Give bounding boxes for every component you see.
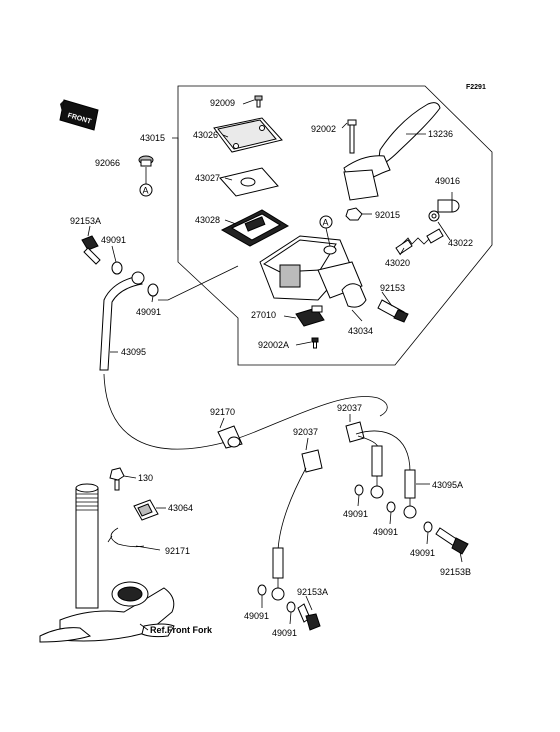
label-43022: 43022 bbox=[448, 238, 473, 248]
banjo-bolt-92153a-top bbox=[81, 235, 101, 265]
label-49091-g: 49091 bbox=[272, 628, 297, 638]
label-49091-e: 49091 bbox=[410, 548, 435, 558]
bolt-130 bbox=[109, 467, 125, 491]
hose-line-lower-left bbox=[277, 467, 307, 551]
label-43064: 43064 bbox=[168, 503, 193, 513]
label-49091-a: 49091 bbox=[101, 235, 126, 245]
boot-49016 bbox=[437, 199, 460, 213]
ring-43022 bbox=[428, 210, 440, 222]
hose-fitting-right bbox=[403, 469, 417, 519]
callout-a-right-text: A bbox=[323, 218, 329, 228]
clamp-43034 bbox=[341, 283, 367, 308]
reservoir-cap-43026 bbox=[213, 117, 283, 153]
label-43028: 43028 bbox=[195, 215, 220, 225]
label-49091-f: 49091 bbox=[244, 611, 269, 621]
callout-a-left: A bbox=[139, 183, 153, 197]
hose-fitting-left bbox=[271, 547, 285, 601]
label-92171: 92171 bbox=[165, 546, 190, 556]
label-43095a: 43095A bbox=[432, 480, 463, 490]
pivot-bolt-92002 bbox=[347, 119, 357, 154]
hose-line-end bbox=[377, 397, 388, 417]
label-43026: 43026 bbox=[193, 130, 218, 140]
clamp-92037-a bbox=[345, 421, 365, 443]
label-92037-b: 92037 bbox=[293, 427, 318, 437]
callout-a-left-text: A bbox=[143, 186, 149, 196]
screw-92009 bbox=[254, 95, 263, 108]
hose-line-lower-right bbox=[355, 430, 411, 473]
label-92170: 92170 bbox=[210, 407, 235, 417]
brake-lever-13236 bbox=[343, 102, 441, 201]
label-92153a-top: 92153A bbox=[70, 216, 101, 226]
label-130: 130 bbox=[138, 473, 153, 483]
nut-92015 bbox=[345, 207, 363, 221]
label-92002a: 92002A bbox=[258, 340, 289, 350]
label-92066: 92066 bbox=[95, 158, 120, 168]
label-49091-d: 49091 bbox=[373, 527, 398, 537]
label-43015: 43015 bbox=[140, 133, 165, 143]
washer-49091-f bbox=[257, 584, 267, 596]
front-direction-stamp: FRONT bbox=[59, 99, 99, 131]
washer-49091-c bbox=[354, 484, 364, 496]
clamp-92171 bbox=[107, 527, 145, 548]
label-92153b: 92153B bbox=[440, 567, 471, 577]
clamp-92037-b bbox=[301, 449, 323, 473]
banjo-bolt-92153b bbox=[435, 527, 469, 555]
label-43034: 43034 bbox=[348, 326, 373, 336]
label-92002: 92002 bbox=[311, 124, 336, 134]
washer-49091-d bbox=[386, 501, 396, 513]
label-43027: 43027 bbox=[195, 173, 220, 183]
clamp-92170 bbox=[217, 425, 243, 449]
reference-label: Ref.Front Fork bbox=[150, 625, 213, 635]
label-43095: 43095 bbox=[121, 347, 146, 357]
washer-49091-a bbox=[111, 261, 123, 275]
hose-guide-43064 bbox=[133, 499, 159, 521]
label-27010: 27010 bbox=[251, 310, 276, 320]
switch-27010 bbox=[295, 305, 325, 327]
cap-92066 bbox=[138, 155, 154, 167]
callout-a-right: A bbox=[319, 215, 333, 229]
label-49091-b: 49091 bbox=[136, 307, 161, 317]
diaphragm-plate-43027 bbox=[219, 167, 279, 197]
boundary-leader bbox=[158, 265, 239, 301]
diaphragm-43028 bbox=[220, 209, 290, 247]
label-92153: 92153 bbox=[380, 283, 405, 293]
brake-hose-43095 bbox=[99, 271, 145, 371]
hose-fitting-mid bbox=[370, 445, 384, 499]
label-13236: 13236 bbox=[428, 129, 453, 139]
screw-92002a bbox=[311, 337, 319, 349]
label-49016: 49016 bbox=[435, 176, 460, 186]
label-43020: 43020 bbox=[385, 258, 410, 268]
label-92015: 92015 bbox=[375, 210, 400, 220]
part-labels: 92009 43026 92002 13236 43015 92066 4302… bbox=[70, 98, 473, 638]
assembly-boundary bbox=[177, 85, 493, 366]
label-92009: 92009 bbox=[210, 98, 235, 108]
figure-code: F2291 bbox=[466, 84, 486, 91]
banjo-bolt-92153a-bottom bbox=[297, 603, 321, 631]
label-49091-c: 49091 bbox=[343, 509, 368, 519]
piston-43020 bbox=[395, 228, 444, 255]
label-92153a-bottom: 92153A bbox=[297, 587, 328, 597]
washer-49091-g bbox=[286, 601, 296, 613]
bolt-92153 bbox=[377, 299, 409, 323]
washer-49091-e bbox=[423, 521, 433, 533]
label-92037-a: 92037 bbox=[337, 403, 362, 413]
washer-49091-b bbox=[147, 283, 159, 297]
